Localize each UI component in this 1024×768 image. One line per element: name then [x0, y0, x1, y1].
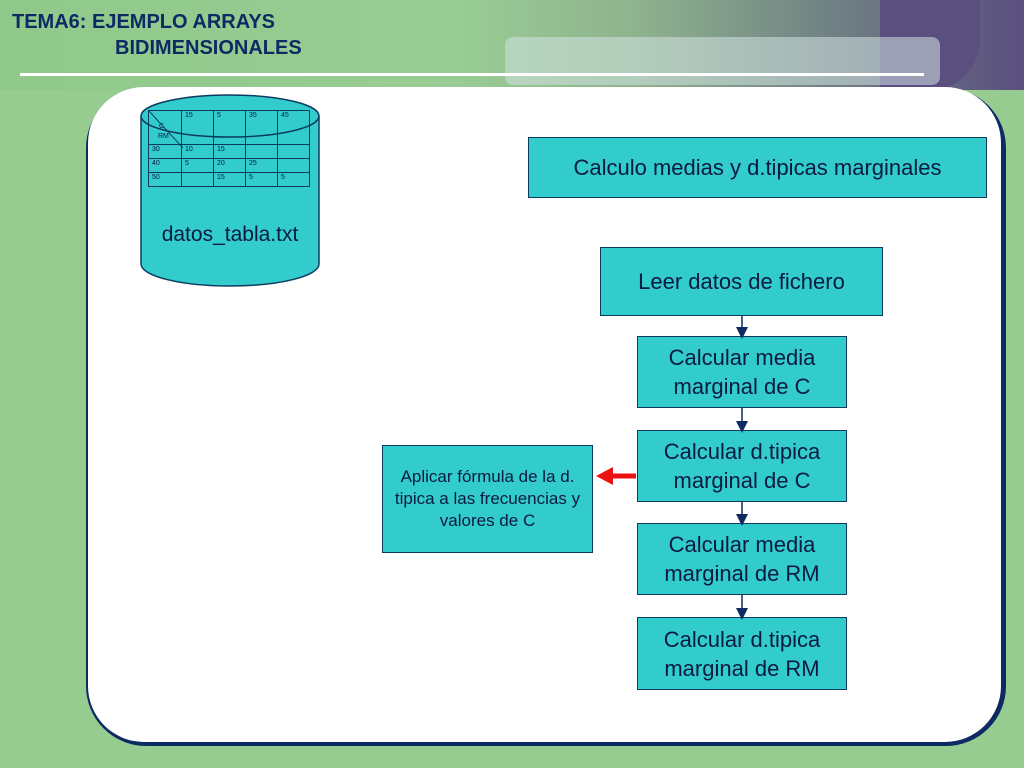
table-header-row: C RM 15 5 35 45 [148, 110, 310, 148]
table-cell: 5 [245, 172, 278, 187]
table-cell: 25 [245, 158, 278, 173]
table-cell: 15 [213, 172, 246, 187]
table-corner-cell: C RM [148, 110, 183, 148]
table-cell: 20 [213, 158, 246, 173]
corner-label-c: C [159, 123, 165, 130]
table-cell [277, 158, 310, 173]
title-underline [20, 73, 924, 76]
step-read-file-box: Leer datos de fichero [600, 247, 883, 316]
file-name-label: datos_tabla.txt [161, 223, 299, 246]
table-row: 40 5 20 25 [148, 158, 310, 173]
table-row: 50 15 5 5 [148, 172, 310, 187]
step-std-rm-box: Calcular d.tipica marginal de RM [637, 617, 847, 690]
frequency-table: C RM 15 5 35 45 30 10 15 40 5 20 25 50 1… [148, 110, 310, 187]
table-row: 30 10 15 [148, 144, 310, 159]
table-cell: 5 [277, 172, 310, 187]
diagonal-line [149, 111, 183, 148]
corner-label-rm: RM [158, 133, 169, 140]
table-header-cell: 45 [277, 110, 310, 145]
table-cell [277, 144, 310, 159]
step-mean-c-box: Calcular media marginal de C [637, 336, 847, 408]
table-cell [245, 144, 278, 159]
slide-title: TEMA6: EJEMPLO ARRAYS BIDIMENSIONALES [12, 9, 302, 61]
table-cell: 15 [213, 144, 246, 159]
table-cell: 50 [148, 172, 182, 187]
table-cell: 5 [181, 158, 214, 173]
flow-heading-box: Calculo medias y d.tipicas marginales [528, 137, 987, 198]
title-line-1: TEMA6: EJEMPLO ARRAYS [12, 11, 276, 33]
table-cell: 10 [181, 144, 214, 159]
title-line-2: BIDIMENSIONALES [115, 37, 302, 59]
table-cell: 40 [148, 158, 182, 173]
table-header-cell: 5 [213, 110, 246, 145]
table-header-cell: 15 [181, 110, 214, 145]
table-cell [181, 172, 214, 187]
note-formula-box: Aplicar fórmula de la d. tipica a las fr… [382, 445, 593, 553]
title-highlight-bar [505, 37, 940, 85]
step-mean-rm-box: Calcular media marginal de RM [637, 523, 847, 595]
step-std-c-box: Calcular d.tipica marginal de C [637, 430, 847, 502]
table-header-cell: 35 [245, 110, 278, 145]
